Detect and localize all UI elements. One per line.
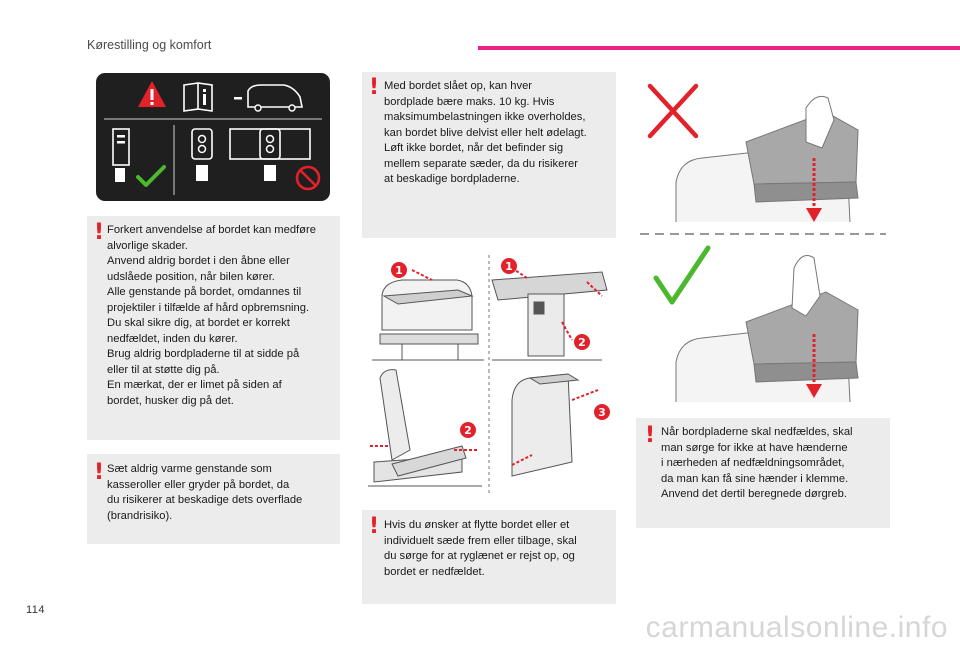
step-badge-2b: 2 bbox=[460, 422, 476, 438]
text-line: individuelt sæde frem eller tilbage, ska… bbox=[384, 534, 577, 547]
step-badge-3: 3 bbox=[594, 404, 610, 420]
manual-book-icon bbox=[183, 82, 213, 112]
text-line: alvorlige skader. bbox=[107, 239, 188, 252]
warning-triangle-icon bbox=[138, 81, 166, 107]
warning-box-fold: ! Når bordpladerne skal nedfældes, skal … bbox=[636, 418, 890, 528]
watermark: carmanualsonline.info bbox=[645, 611, 948, 644]
text-line: (brandrisiko). bbox=[107, 509, 173, 522]
step-number: 1 bbox=[395, 264, 403, 277]
exclamation-warning-icon: ! bbox=[369, 514, 380, 539]
text-line: Du skal sikre dig, at bordet er korrekt bbox=[107, 317, 290, 329]
text-line: kasseroller eller gryder på bordet, da bbox=[107, 478, 290, 491]
extended-table-prohibited-icon bbox=[229, 128, 321, 191]
text-line: Løft ikke bordet, når det befinder sig bbox=[384, 142, 564, 154]
step-number: 2 bbox=[578, 336, 586, 349]
text-line: nedfældet, inden du kører. bbox=[107, 332, 238, 345]
folded-table-ok-icon bbox=[112, 128, 166, 187]
step-badge-2: 2 bbox=[574, 334, 590, 350]
van-direction-icon bbox=[234, 84, 303, 112]
hand-placement-illustration bbox=[636, 72, 890, 413]
page-number: 114 bbox=[26, 604, 46, 616]
section-title: Kørestilling og komfort bbox=[87, 38, 212, 52]
table-adjustment-illustration: 1 1 2 2 3 bbox=[362, 250, 616, 503]
text-line: at beskadige bordpladerne. bbox=[384, 173, 520, 185]
text-line: man sørge for ikke at have hænderne bbox=[661, 441, 848, 454]
text-line: mellem separate sæder, da du risikerer bbox=[384, 157, 578, 170]
note-box-move-table: ! Hvis du ønsker at flytte bordet eller … bbox=[362, 510, 616, 604]
text-line: eller til at støtte dig på. bbox=[107, 363, 220, 376]
step-badge-1b: 1 bbox=[501, 258, 517, 274]
text-line: udslåede position, når bilen kører. bbox=[107, 270, 275, 283]
exclamation-warning-icon: ! bbox=[94, 460, 105, 485]
text-line: Anvend det dertil beregnede dørgreb. bbox=[661, 488, 847, 500]
text-line: du risikerer at beskadige dets overflade bbox=[107, 494, 303, 506]
step-badge-1: 1 bbox=[391, 262, 407, 278]
step-number: 2 bbox=[464, 424, 472, 437]
open-table-seat-icon bbox=[191, 128, 213, 181]
text-line: kan bordet blive delvist eller helt ødel… bbox=[384, 126, 587, 139]
text-line: Brug aldrig bordpladerne til at sidde på bbox=[107, 348, 300, 360]
text-line: Sæt aldrig varme genstande som bbox=[107, 463, 272, 475]
warning-sticker-illustration bbox=[96, 73, 330, 206]
text-line: da man kan få sine hænder i klemme. bbox=[661, 472, 849, 485]
warning-box-hot-items: ! Sæt aldrig varme genstande som kassero… bbox=[87, 454, 340, 544]
text-line: Når bordpladerne skal nedfældes, skal bbox=[661, 426, 853, 438]
text-line: du sørge for at ryglænet er rejst op, og bbox=[384, 550, 575, 562]
text-line: projektiler i tilfælde af hård opbremsni… bbox=[107, 301, 310, 314]
exclamation-warning-icon: ! bbox=[369, 75, 380, 100]
exclamation-warning-icon: ! bbox=[645, 423, 656, 448]
section-accent-bar bbox=[478, 46, 960, 50]
warning-box-misuse: ! Forkert anvendelse af bordet kan medfø… bbox=[87, 216, 340, 440]
text-line: Hvis du ønsker at flytte bordet eller et bbox=[384, 519, 570, 531]
text-line: bordet er nedfældet. bbox=[384, 565, 485, 578]
text-line: Forkert anvendelse af bordet kan medføre bbox=[107, 224, 316, 236]
text-line: Anvend aldrig bordet i den åbne eller bbox=[107, 255, 290, 267]
step-number: 3 bbox=[598, 406, 606, 419]
exclamation-warning-icon: ! bbox=[94, 220, 105, 245]
ok-check-icon bbox=[653, 245, 711, 305]
step-number: 1 bbox=[505, 260, 513, 273]
text-line: bordet, husker dig på det. bbox=[107, 394, 234, 407]
text-line: maksimumbelastningen ikke overholdes, bbox=[384, 111, 586, 123]
wrong-cross-icon bbox=[647, 83, 699, 139]
warning-box-load: ! Med bordet slået op, kan hver bordplad… bbox=[362, 72, 616, 238]
text-line: Med bordet slået op, kan hver bbox=[384, 80, 533, 92]
text-line: i nærheden af nedfældningsområdet, bbox=[661, 457, 845, 469]
text-line: Alle genstande på bordet, omdannes til bbox=[107, 286, 302, 298]
text-line: En mærkat, der er limet på siden af bbox=[107, 379, 282, 391]
text-line: bordplade bære maks. 10 kg. Hvis bbox=[384, 95, 555, 108]
